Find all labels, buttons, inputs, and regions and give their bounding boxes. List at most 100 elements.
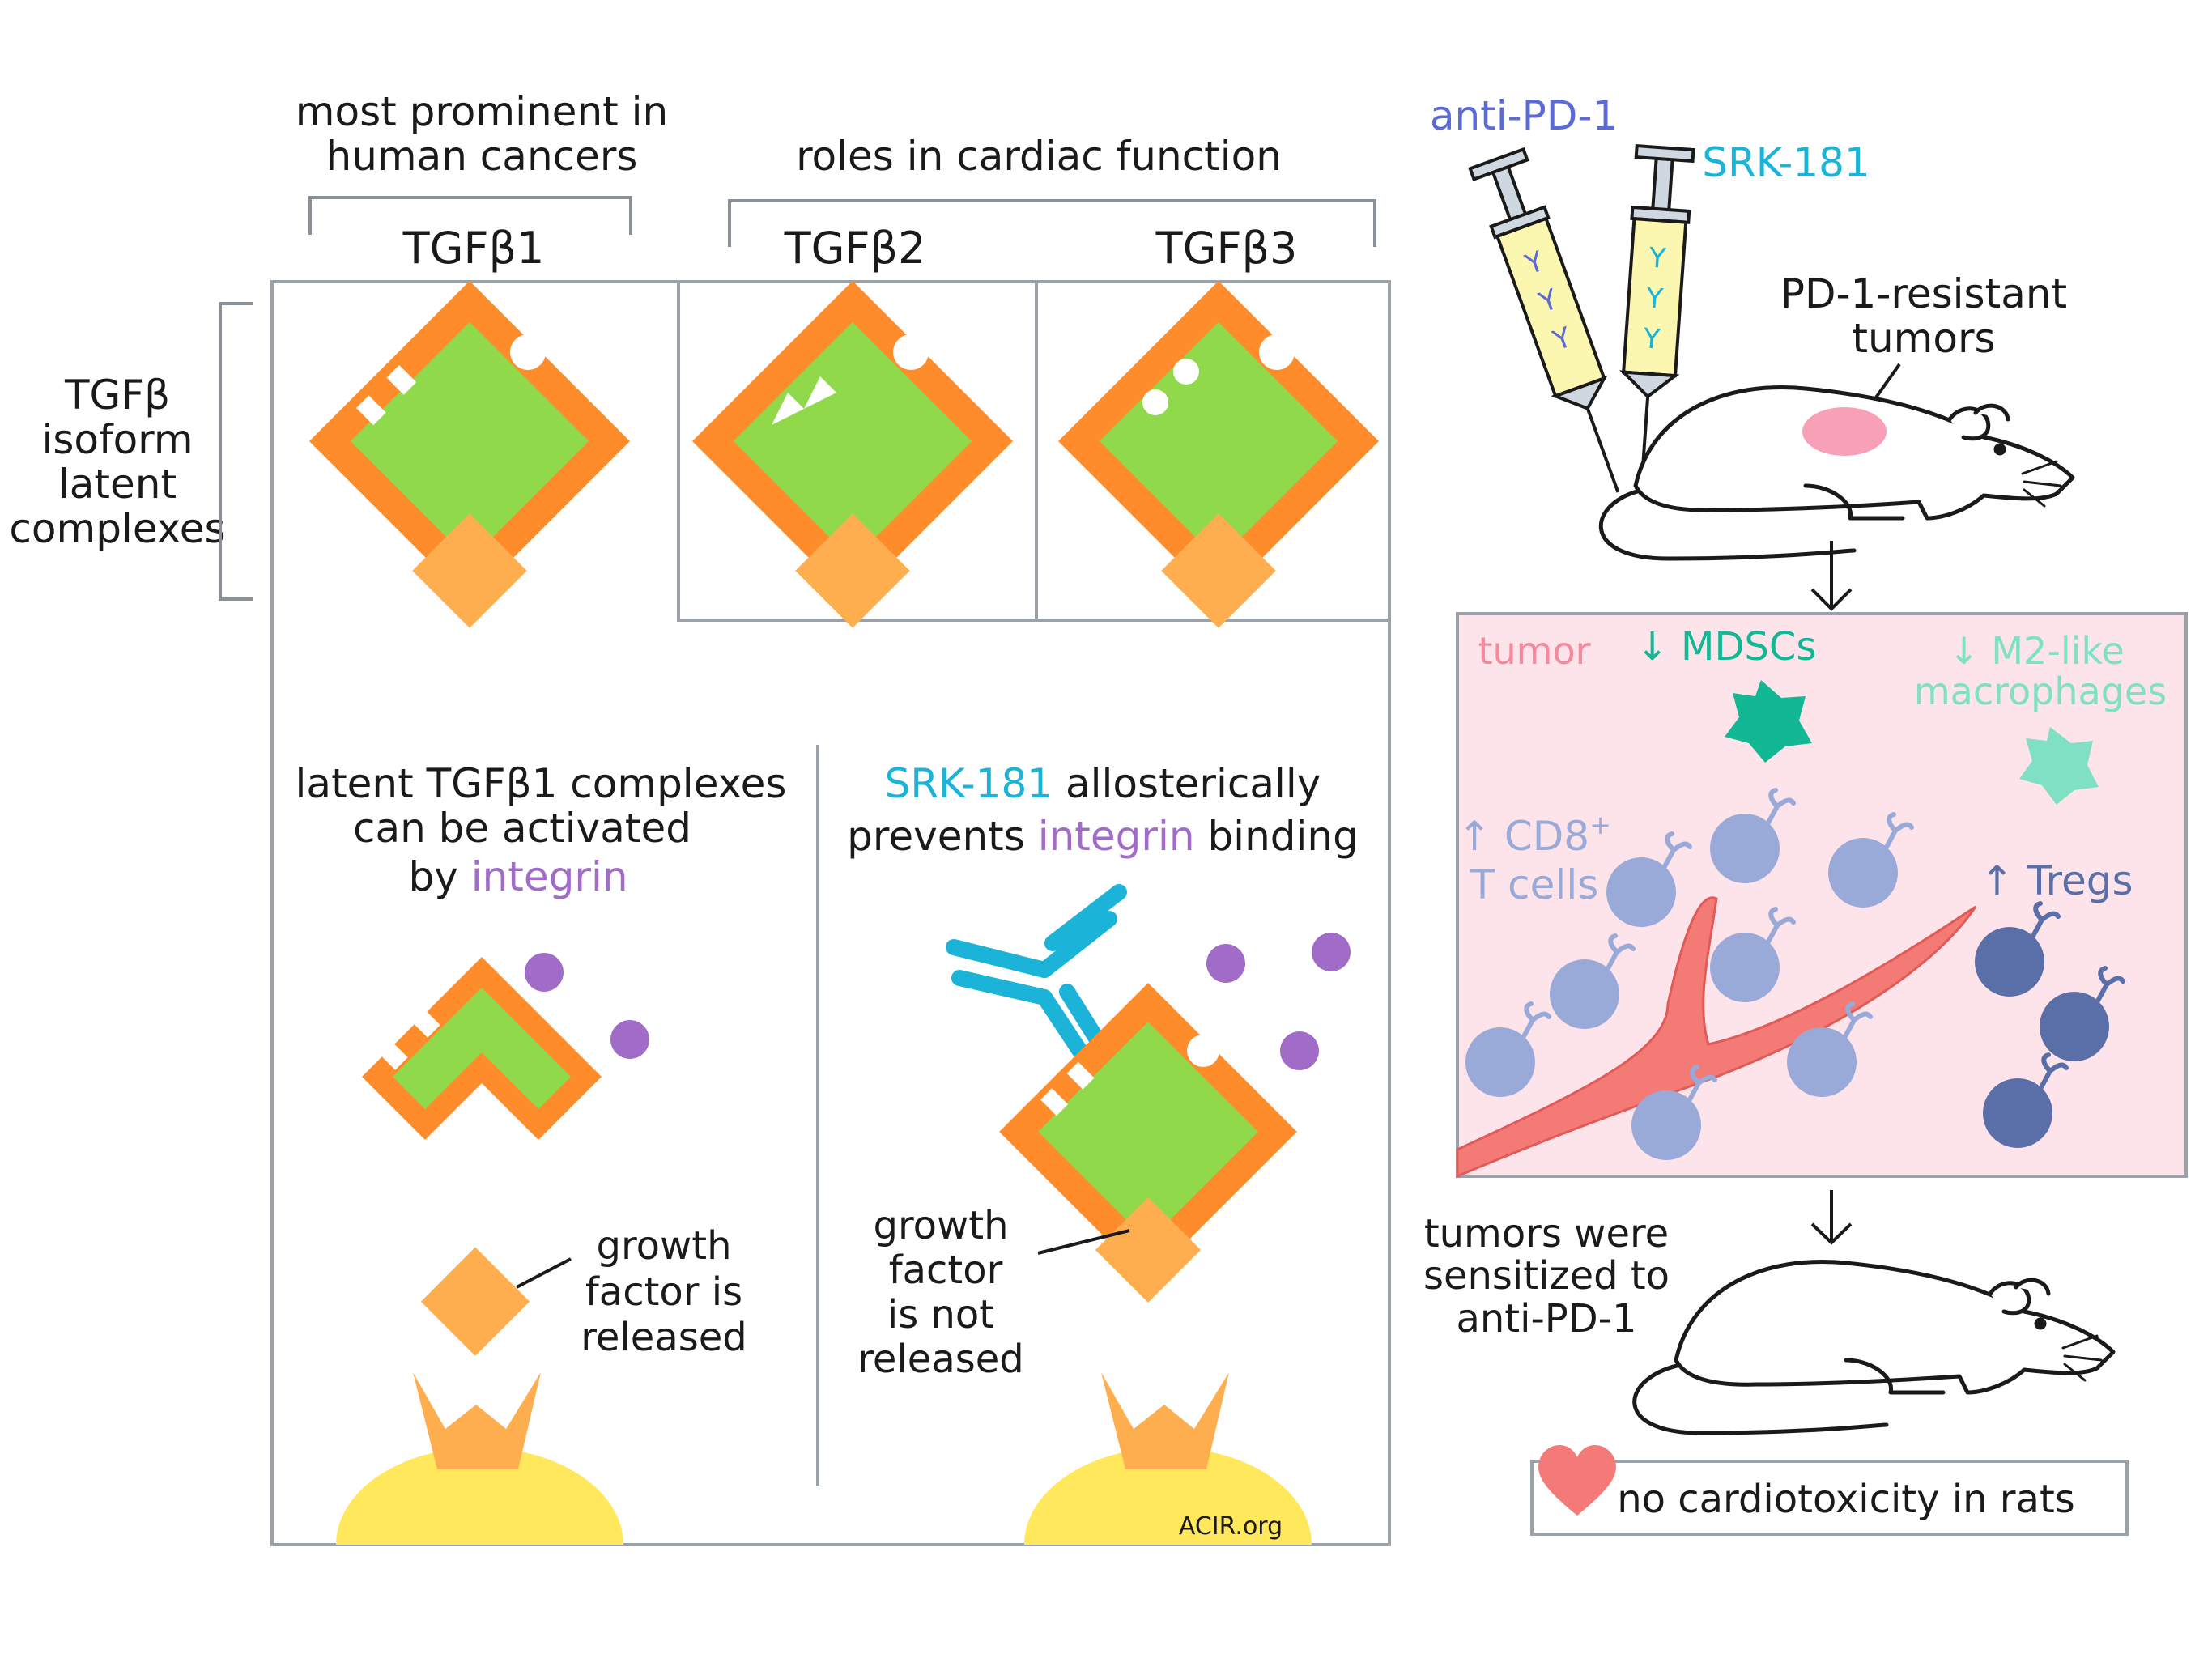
arrow-down-icon bbox=[1810, 1190, 1853, 1245]
tme-cd8-line1: ↑ CD8+ bbox=[1457, 810, 1611, 860]
blocking-integrin: integrin bbox=[1038, 813, 1195, 860]
cell-receptor-icon bbox=[1605, 933, 1636, 972]
row-label-line3: latent bbox=[58, 461, 177, 508]
srk181-label: SRK-181 bbox=[1702, 139, 1870, 186]
isoform-label-tgfb3: TGFβ3 bbox=[1155, 223, 1298, 274]
bracket-prominent bbox=[308, 196, 632, 235]
receptor-cell-left bbox=[336, 1372, 623, 1545]
released-line2: factor is bbox=[585, 1269, 742, 1315]
treg-cell bbox=[1983, 1078, 2052, 1148]
activation-line2: can be activated bbox=[353, 805, 691, 852]
not-released-label: growth factor is not released bbox=[857, 1203, 1024, 1382]
cd8-t-cell bbox=[1787, 1027, 1857, 1097]
not-released-line3: is not bbox=[887, 1292, 994, 1337]
cell-receptor-icon bbox=[2038, 1052, 2069, 1091]
cd8-t-cell bbox=[1465, 1027, 1535, 1097]
tumor-label: PD-1-resistant tumors bbox=[1780, 270, 2067, 419]
receptor-cell-middle bbox=[1024, 1372, 1312, 1545]
tme-tregs-label: ↑ Tregs bbox=[1980, 857, 2133, 904]
treg-cell bbox=[2040, 992, 2109, 1061]
not-released-line1: growth bbox=[873, 1203, 1008, 1248]
anti-pd1-label: anti-PD-1 bbox=[1430, 92, 1618, 139]
header-prominent-line1: most prominent in bbox=[296, 88, 668, 135]
header-cardiac: roles in cardiac function bbox=[728, 133, 1376, 247]
blocking-allosterically: allosterically bbox=[1053, 760, 1321, 807]
outcome-line1: tumors were bbox=[1424, 1211, 1669, 1256]
tme-cd8-sup: + bbox=[1589, 810, 1611, 840]
outcome-text: tumors were sensitized to anti-PD-1 bbox=[1423, 1211, 1670, 1341]
activation-line1: latent TGFβ1 complexes bbox=[296, 760, 787, 807]
blocking-prevents: prevents bbox=[847, 813, 1038, 860]
latent-complex-tgfb3 bbox=[1058, 281, 1379, 628]
tumor-spot bbox=[1802, 407, 1887, 456]
rat-outcome bbox=[1632, 1260, 2116, 1435]
tme-tumor-label: tumor bbox=[1478, 629, 1590, 673]
tumor-label-line1: PD-1-resistant bbox=[1780, 270, 2067, 317]
not-released-line4: released bbox=[857, 1337, 1024, 1382]
released-growth-factor bbox=[420, 1247, 530, 1356]
row-label-line2: isoform bbox=[41, 416, 193, 463]
integrin-dot bbox=[1312, 933, 1351, 971]
row-label: TGFβ isoform latent complexes bbox=[9, 302, 253, 601]
cell-receptor-icon bbox=[1661, 831, 1692, 870]
header-prominent-line2: human cancers bbox=[326, 133, 638, 180]
treg-cell bbox=[1975, 927, 2044, 997]
released-line1: growth bbox=[596, 1223, 731, 1269]
not-released-pointer bbox=[1037, 1229, 1130, 1255]
outcome-line2: sensitized to bbox=[1423, 1253, 1670, 1299]
activated-complex bbox=[362, 957, 602, 1140]
cd8-t-cell bbox=[1710, 933, 1780, 1002]
cd8-t-cell bbox=[1631, 1090, 1701, 1160]
cd8-t-cell bbox=[1606, 857, 1676, 927]
row-label-line4: complexes bbox=[9, 505, 225, 552]
cd8-t-cells bbox=[1465, 814, 1898, 1160]
tme-m2-line2: macrophages bbox=[1914, 670, 2167, 713]
main-frame bbox=[270, 280, 1391, 1546]
tme-cd8-line2: T cells bbox=[1470, 861, 1599, 908]
isoform-label-tgfb1: TGFβ1 bbox=[402, 223, 545, 274]
header-cardiac-text: roles in cardiac function bbox=[796, 133, 1282, 180]
activation-by: by bbox=[408, 853, 470, 900]
antibody-glyph-icon: Y bbox=[1647, 242, 1667, 275]
blocking-line2: prevents integrin binding bbox=[847, 813, 1359, 860]
tumor-label-line2: tumors bbox=[1852, 315, 1995, 362]
isoform-label-tgfb2: TGFβ2 bbox=[784, 223, 926, 274]
heart-icon bbox=[1538, 1445, 1616, 1516]
cd8-t-cell bbox=[1828, 838, 1898, 908]
blocked-complex bbox=[999, 983, 1297, 1303]
cell-receptor-icon bbox=[1765, 788, 1796, 827]
mdsc-cell bbox=[1725, 680, 1812, 763]
cell-receptor-icon bbox=[1765, 907, 1796, 946]
cell-receptor-icon bbox=[1687, 1065, 1717, 1103]
blocking-srk181: SRK-181 bbox=[885, 760, 1053, 807]
tme-mdsc-label: ↓ MDSCs bbox=[1636, 624, 1817, 670]
blocking-line1: SRK-181 allosterically bbox=[885, 760, 1321, 807]
integrin-dots-blocking bbox=[1206, 933, 1351, 1070]
tme-cd8-text: ↑ CD8 bbox=[1457, 813, 1589, 860]
bracket-cardiac bbox=[728, 199, 1376, 247]
cell-receptor-icon bbox=[2095, 966, 2125, 1005]
latent-complex-tgfb1 bbox=[309, 281, 630, 628]
activation-integrin: integrin bbox=[471, 853, 628, 900]
activation-line3: by integrin bbox=[408, 853, 627, 900]
activation-text: latent TGFβ1 complexes can be activated … bbox=[296, 760, 787, 900]
m2-macrophage-cell bbox=[2019, 727, 2099, 805]
released-line3: released bbox=[581, 1315, 747, 1360]
integrin-dot bbox=[610, 1020, 649, 1059]
bracket-row bbox=[219, 302, 253, 601]
cell-receptor-icon bbox=[1521, 1001, 1551, 1040]
no-cardiotoxicity-text: no cardiotoxicity in rats bbox=[1617, 1477, 2075, 1522]
srk181-antibody bbox=[946, 884, 1127, 1061]
integrin-dot bbox=[525, 953, 564, 992]
outcome-line3: anti-PD-1 bbox=[1456, 1296, 1636, 1341]
antibody-glyph-icon: Y bbox=[1644, 282, 1665, 315]
blocking-text: SRK-181 allosterically prevents integrin… bbox=[847, 760, 1359, 860]
anti-pd1-syringe: Y Y Y bbox=[1468, 147, 1620, 493]
header-prominent: most prominent in human cancers bbox=[296, 88, 668, 235]
cell-receptor-icon bbox=[1842, 1001, 1873, 1040]
integrin-dot bbox=[1280, 1031, 1319, 1070]
row-label-line1: TGFβ bbox=[64, 372, 170, 419]
cd8-t-cell bbox=[1710, 814, 1780, 883]
tme-m2-line1: ↓ M2-like bbox=[1948, 629, 2125, 673]
